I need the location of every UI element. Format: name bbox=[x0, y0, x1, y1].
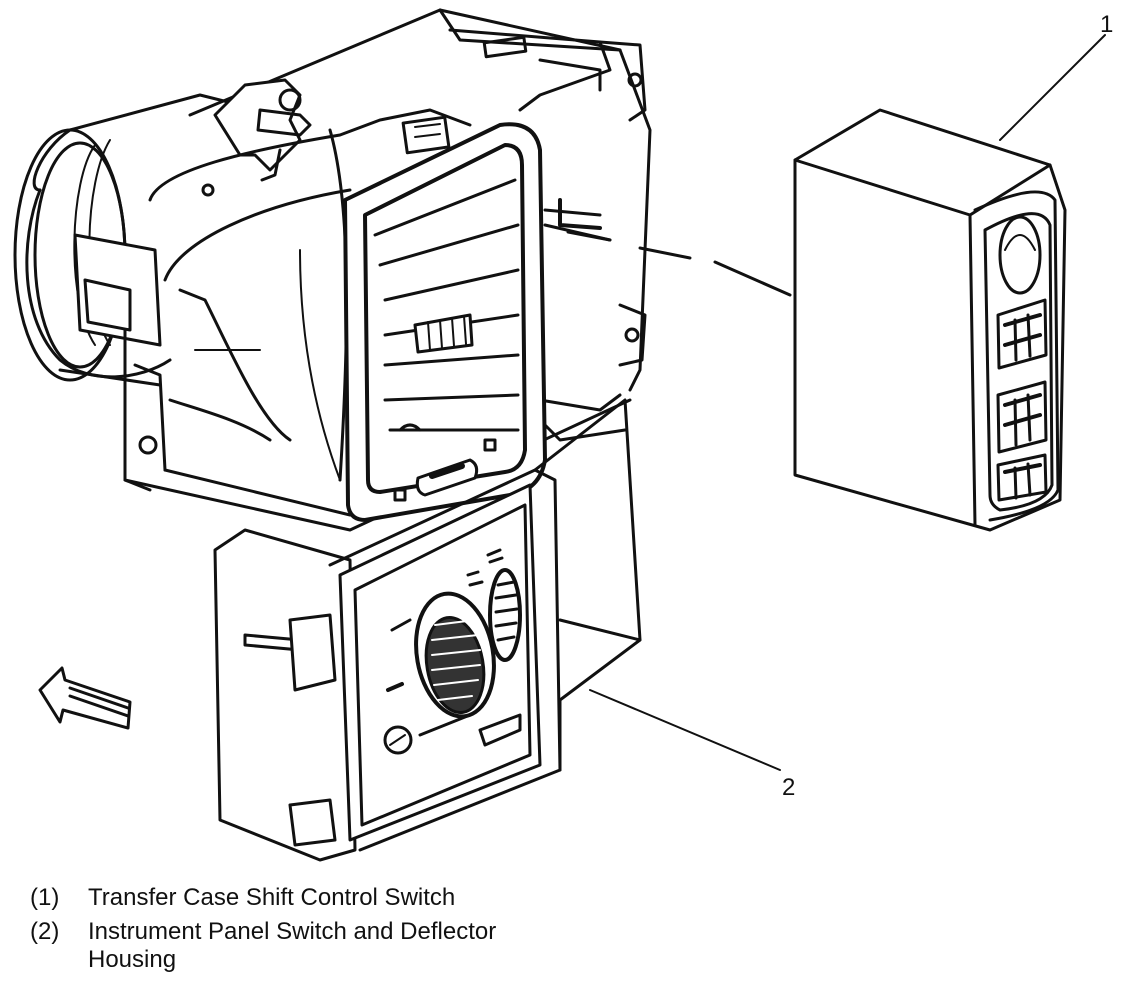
installation-path-line bbox=[566, 230, 792, 297]
callout-leader-line-2 bbox=[589, 689, 781, 771]
legend-item-number: (1) bbox=[30, 884, 60, 911]
legend-item-text: Instrument Panel Switch and Deflector Ho… bbox=[88, 918, 497, 973]
instrument-panel-switch bbox=[213, 398, 642, 862]
air-duct bbox=[13, 93, 262, 387]
deflector-body bbox=[148, 108, 472, 482]
mounting-bracket bbox=[213, 78, 312, 182]
direction-arrow-icon bbox=[38, 666, 132, 730]
callout-number-2: 2 bbox=[782, 774, 795, 801]
legend-item-text: Transfer Case Shift Control Switch bbox=[88, 884, 456, 911]
legend-item: (1) Transfer Case Shift Control Switch bbox=[30, 884, 730, 912]
callout-number-1: 1 bbox=[1100, 11, 1113, 38]
exploded-view-diagram: 1 2 bbox=[13, 8, 1113, 862]
transfer-case-switch bbox=[793, 108, 1067, 532]
legend-item: (2) Instrument Panel Switch and Deflecto… bbox=[30, 918, 730, 974]
callout-leader-line-1 bbox=[999, 34, 1106, 141]
parts-legend: (1) Transfer Case Shift Control Switch (… bbox=[30, 884, 730, 980]
legend-item-number: (2) bbox=[30, 918, 60, 945]
air-vent-louvres bbox=[343, 122, 547, 522]
